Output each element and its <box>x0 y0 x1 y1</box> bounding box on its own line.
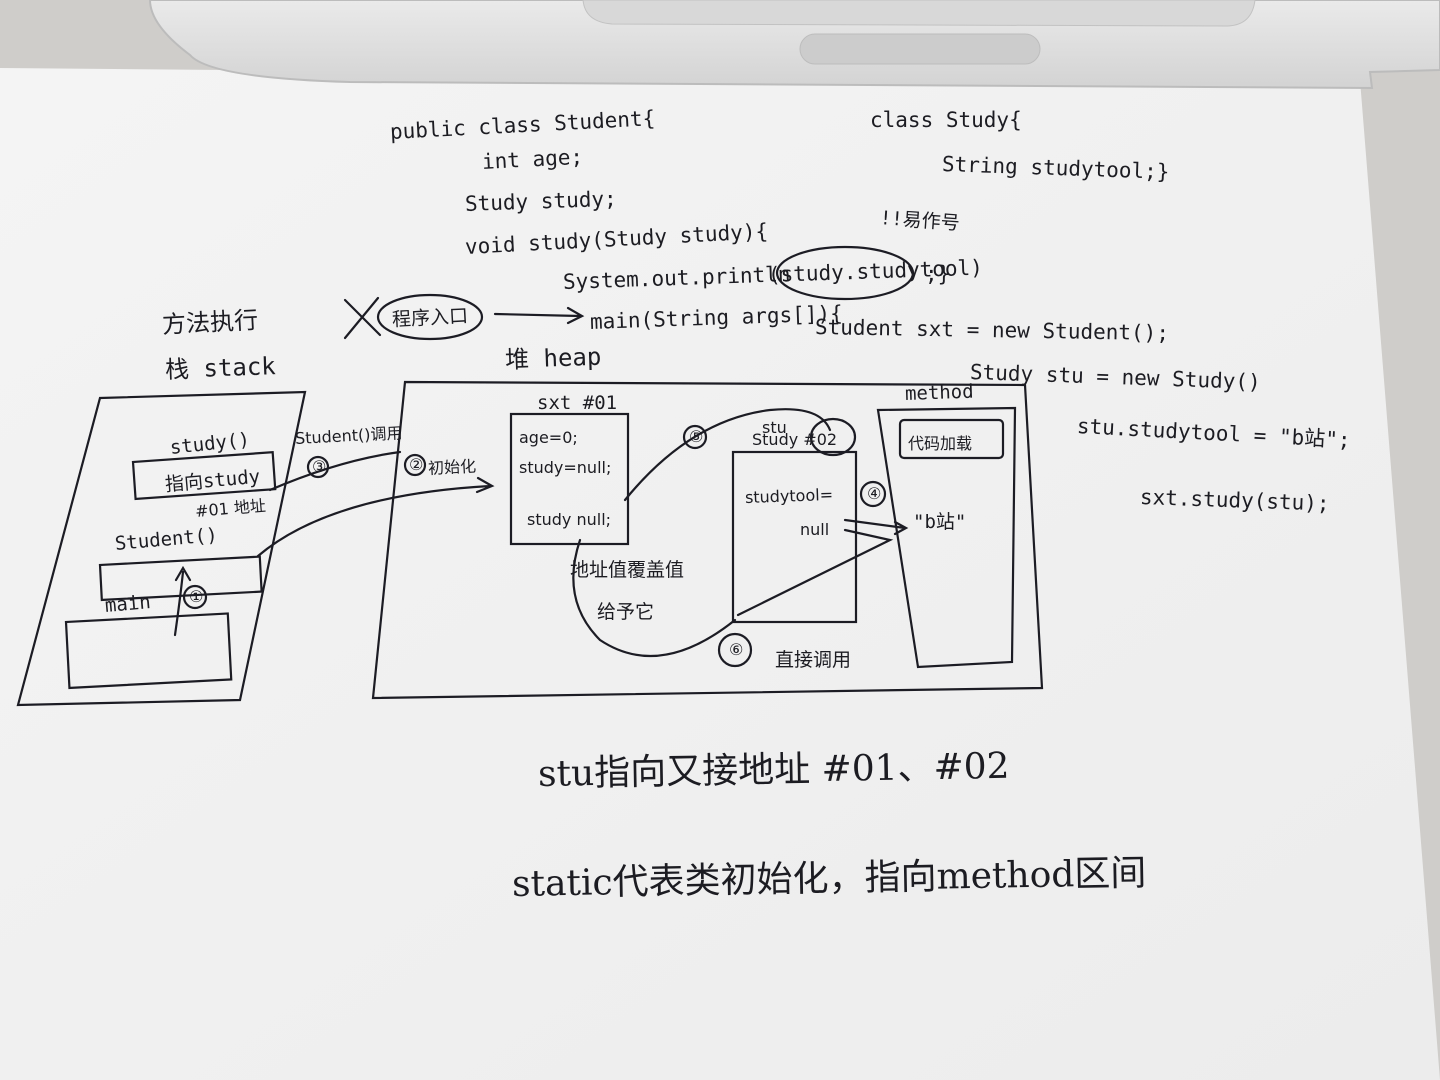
code-println-end: ;} <box>925 262 951 286</box>
stack-frame-study <box>131 451 277 501</box>
heap-obj-sxt-title: sxt #01 <box>537 392 618 414</box>
marker-6 <box>717 632 753 668</box>
conclusion-line2: static代表类初始化，指向method区间 <box>511 852 1147 905</box>
heap-box <box>371 380 1044 700</box>
heap-obj-sxt-field-age: age=0; <box>519 428 578 447</box>
heap-obj-sxt <box>509 412 630 546</box>
heap-obj-stu-field-null: null <box>800 520 830 539</box>
paper-sheet <box>0 68 1440 1080</box>
method-code-box-label: 代码加载 <box>908 434 973 453</box>
laptop-trackpad <box>582 0 1256 27</box>
stack-frame-main-label: main <box>104 591 152 617</box>
circle-intro <box>376 293 484 341</box>
marker-1-label: ① <box>189 587 204 606</box>
heap-obj-stu-title: stu <box>762 418 787 437</box>
heap-obj-stu-field-tool: studytool= <box>744 484 834 507</box>
code-study-line1: class Study{ <box>870 108 1022 132</box>
arrow-student-call <box>268 450 402 492</box>
label-program-entry: 程序入口 <box>391 305 469 331</box>
stack-frame-main <box>64 612 233 690</box>
strike-ox <box>343 296 382 340</box>
heap-direct-call: 直接调用 <box>775 649 852 671</box>
method-code-box <box>898 418 1005 460</box>
heap-obj-stu-title2: Study #02 <box>752 430 838 449</box>
stack-header: 栈 stack <box>164 352 277 384</box>
method-area-title: method <box>904 380 974 405</box>
arrow-stu-sxt <box>572 538 737 658</box>
stack-box <box>16 390 307 707</box>
marker-3 <box>306 455 330 479</box>
arrow-main-up <box>173 565 192 637</box>
heap-string-literal: "b站" <box>913 511 967 533</box>
arrow-intro <box>493 306 585 325</box>
marker-4-label: ④ <box>867 484 882 503</box>
stack-frame-student <box>98 555 263 602</box>
method-area <box>876 406 1017 669</box>
marker-3-label: ③ <box>312 457 327 476</box>
arrow-literal <box>843 518 909 536</box>
heap-assign-label: 地址值覆盖值 <box>570 559 685 581</box>
marker-2 <box>403 453 427 477</box>
stack-header-method: 方法执行 <box>161 305 259 339</box>
heap-obj-stu <box>731 450 858 624</box>
arrow-sxt-stu <box>623 408 832 502</box>
marker-5 <box>682 424 708 450</box>
conclusion-line1: stu指向又接地址 #01、#02 <box>537 745 1010 795</box>
circle-tool <box>775 245 915 301</box>
heap-assign-label2: 给予它 <box>597 601 655 623</box>
note-important: !!易作号 <box>879 207 961 235</box>
heap-obj-sxt-field-study: study=null; <box>519 458 612 477</box>
arrow-stack-heap <box>256 476 495 558</box>
circle-02 <box>809 417 857 457</box>
arrow-literal-back <box>736 528 894 617</box>
heap-init-label: 初始化 <box>427 456 477 478</box>
marker-5-label: ⑤ <box>689 427 704 446</box>
marker-4 <box>859 480 887 508</box>
marker-1 <box>182 584 208 610</box>
heap-title: 堆 heap <box>504 342 602 374</box>
marker-2-label: ② <box>409 455 424 474</box>
laptop-hinge <box>799 33 1041 65</box>
marker-6-label: ⑥ <box>729 640 744 659</box>
heap-obj-sxt-field-study2: study null; <box>527 510 612 529</box>
